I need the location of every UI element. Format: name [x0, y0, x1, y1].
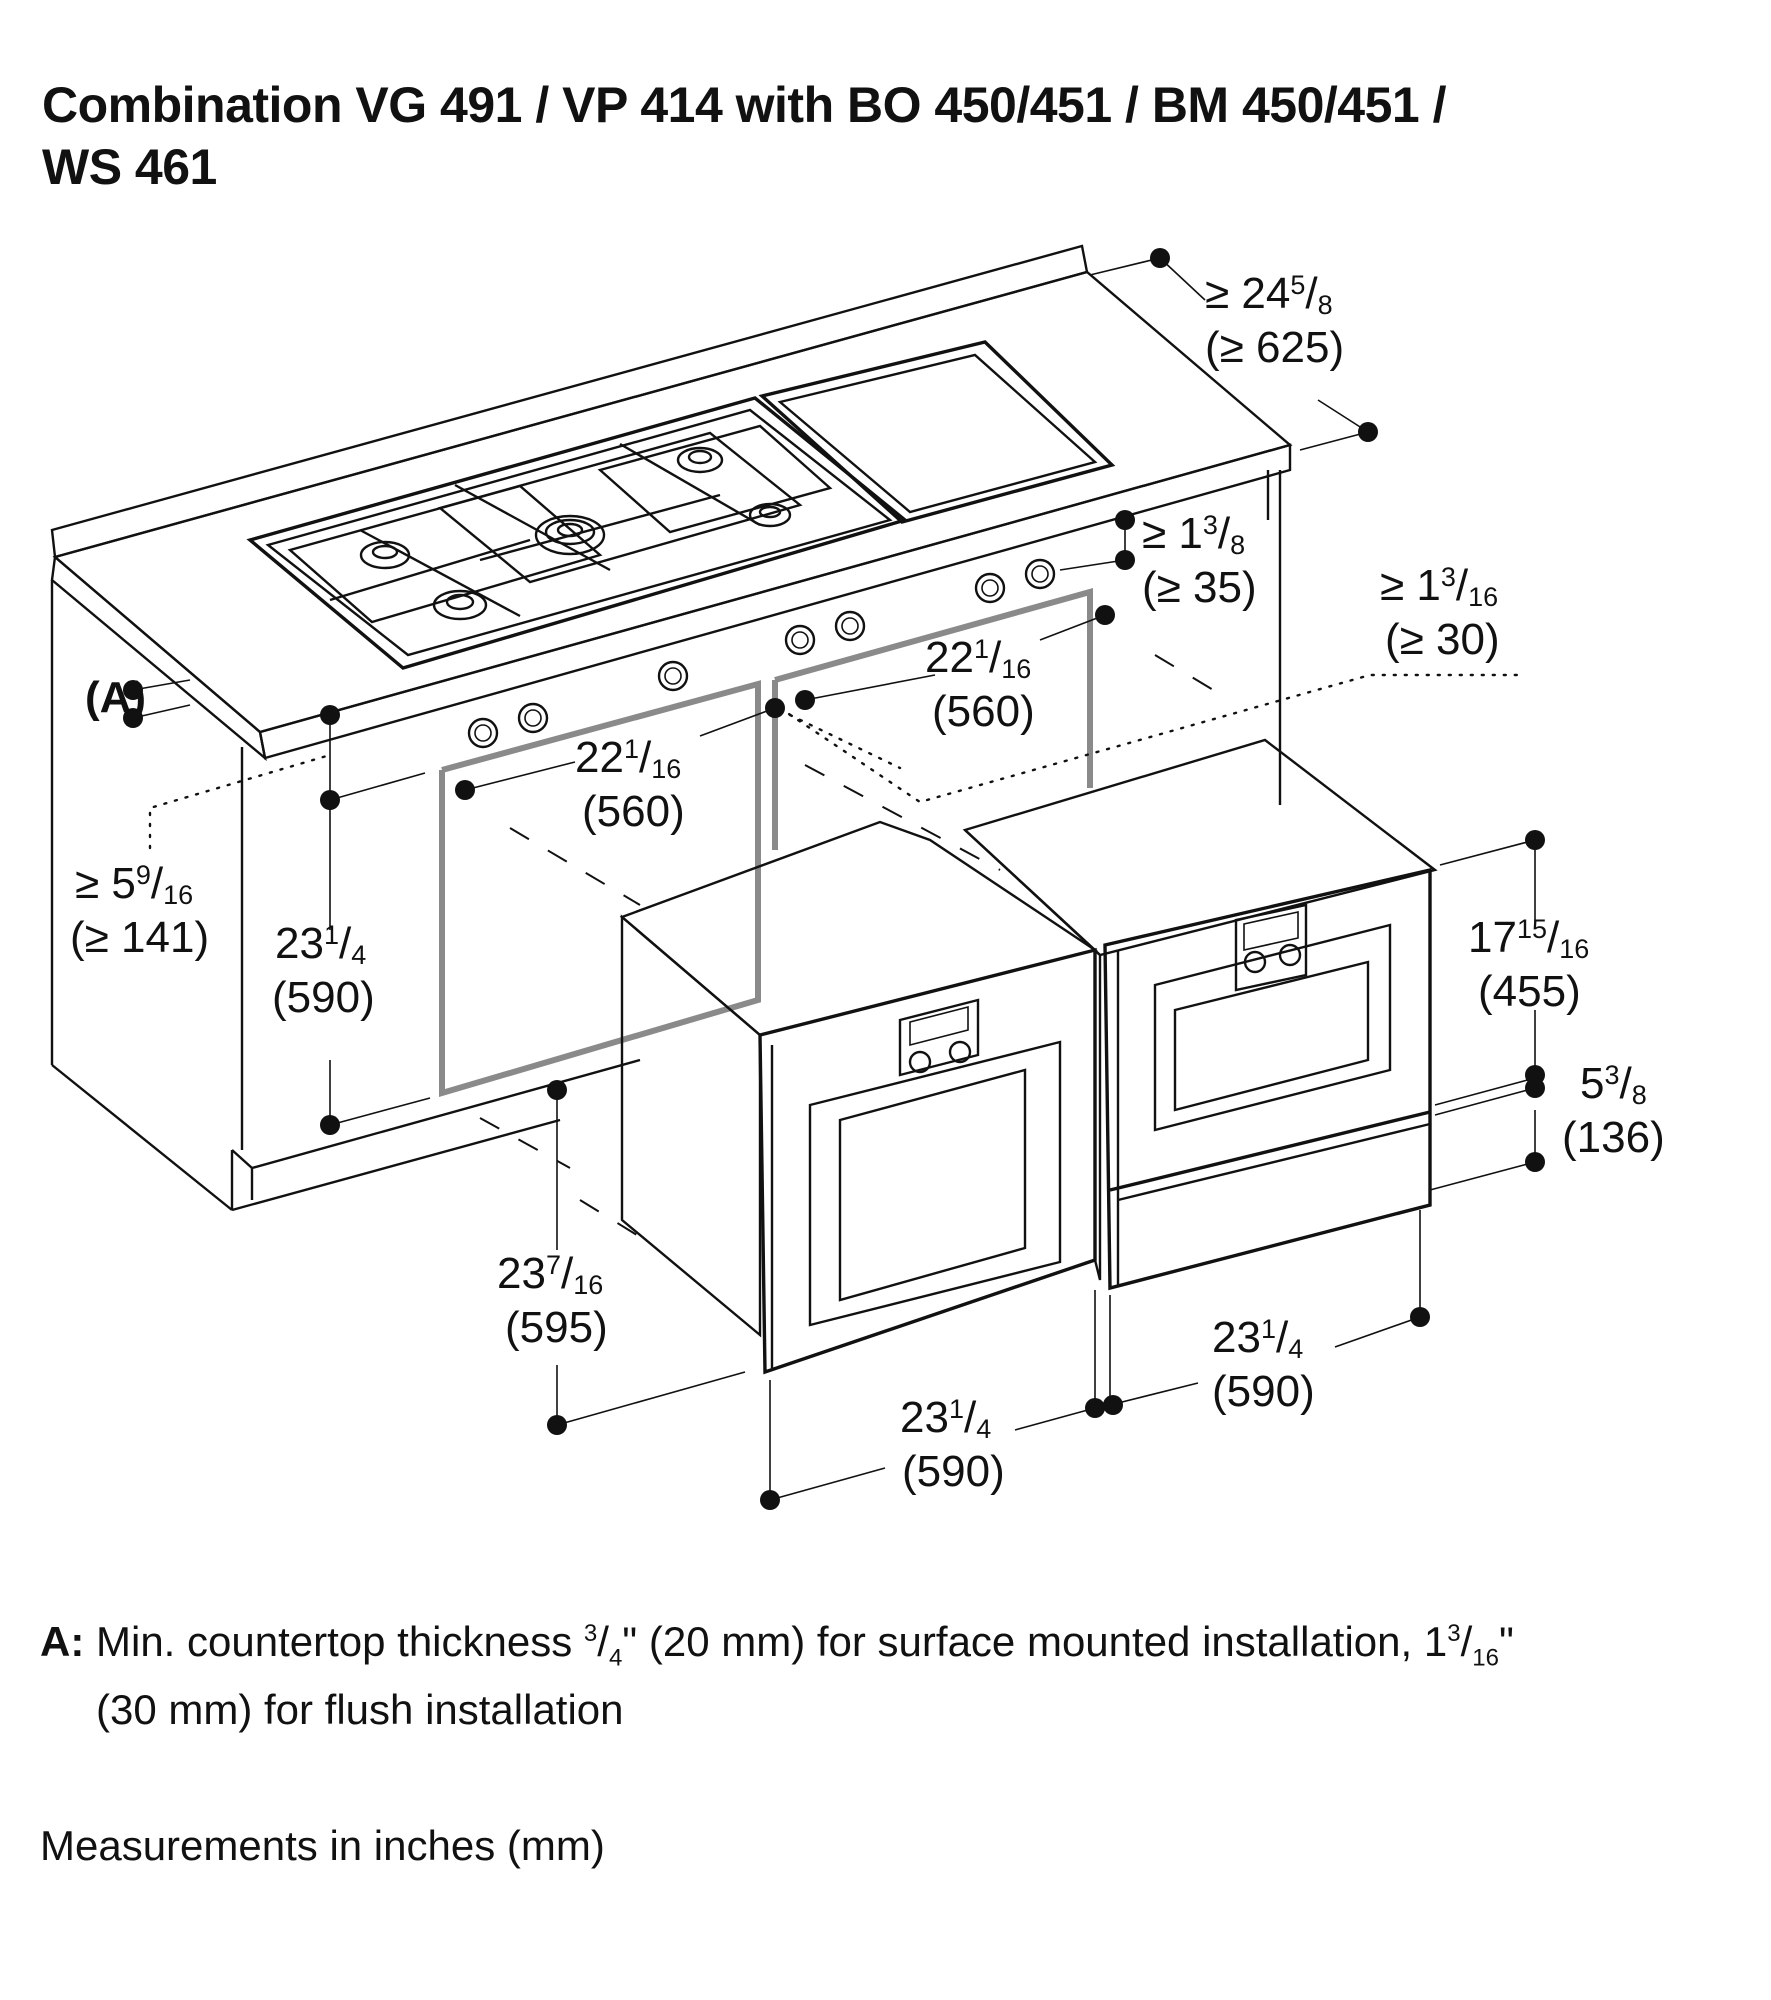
svg-text:≥ 13/16: ≥ 13/16	[1380, 561, 1498, 612]
svg-text:(≥ 625): (≥ 625)	[1205, 323, 1344, 372]
knob-icon[interactable]	[1024, 558, 1056, 590]
burner-icon	[676, 446, 724, 474]
svg-text:(590): (590)	[902, 1447, 1005, 1496]
knob-icon[interactable]	[517, 702, 549, 734]
svg-text:(560): (560)	[582, 787, 685, 836]
svg-text:(136): (136)	[1562, 1113, 1665, 1162]
dim-niche-width-right: 221/16 (560)	[925, 633, 1035, 736]
dim-front-clearance: ≥ 59/16 (≥ 141)	[70, 859, 209, 962]
knob-icon[interactable]	[974, 572, 1006, 604]
knob-icon[interactable]	[467, 717, 499, 749]
units-note: Measurements in inches (mm)	[40, 1822, 605, 1869]
burner-icon	[359, 540, 411, 570]
dim-drawer-height: 53/8 (136)	[1562, 1059, 1665, 1162]
svg-text:1715/16: 1715/16	[1468, 913, 1589, 964]
knob-icon[interactable]	[908, 1050, 932, 1074]
title-line-1: Combination VG 491 / VP 414 with BO 450/…	[42, 77, 1446, 133]
dim-appliance-height-right: 1715/16 (455)	[1468, 913, 1589, 1016]
knob-icon[interactable]	[948, 1040, 972, 1064]
knob-icon[interactable]	[784, 624, 816, 656]
dim-depth: ≥ 245/8 (≥ 625)	[1205, 269, 1344, 372]
svg-text:≥ 59/16: ≥ 59/16	[75, 859, 193, 910]
burner-icon	[748, 502, 792, 528]
svg-text:221/16: 221/16	[575, 733, 681, 784]
knob-icon[interactable]	[657, 660, 689, 692]
dim-right-appliance-width: 231/4 (590)	[1212, 1313, 1315, 1416]
teppan-yaki	[758, 340, 1116, 524]
svg-text:53/8: 53/8	[1580, 1059, 1647, 1110]
control-panel	[898, 998, 980, 1077]
svg-text:(≥ 30): (≥ 30)	[1385, 615, 1500, 664]
display-screen	[909, 1005, 969, 1047]
dim-rear-gap: ≥ 13/8 (≥ 35)	[1142, 509, 1257, 612]
svg-text:231/4: 231/4	[900, 1393, 991, 1444]
wok-burner-icon	[534, 514, 606, 556]
title-line-2: WS 461	[42, 139, 217, 195]
burner-icon	[432, 589, 488, 621]
svg-text:237/16: 237/16	[497, 1249, 603, 1300]
svg-text:(590): (590)	[272, 973, 375, 1022]
footnote-line-2: (30 mm) for flush installation	[96, 1686, 624, 1734]
svg-text:231/4: 231/4	[1212, 1313, 1303, 1364]
dim-niche-width-left: 221/16 (560)	[575, 733, 685, 836]
oven-bo	[619, 820, 1098, 1375]
dimension-lines	[123, 248, 1545, 1510]
svg-text:(590): (590)	[1212, 1367, 1315, 1416]
svg-text:≥ 245/8: ≥ 245/8	[1205, 269, 1333, 320]
knob-icon[interactable]	[1278, 943, 1302, 967]
svg-text:(≥ 141): (≥ 141)	[70, 913, 209, 962]
dim-oven-height: 237/16 (595)	[497, 1249, 608, 1352]
svg-text:221/16: 221/16	[925, 633, 1031, 684]
gas-cooktop	[246, 396, 909, 670]
footnote-label: A:	[40, 1618, 85, 1665]
oven-bm-with-drawer	[962, 738, 1438, 1291]
control-knobs	[467, 558, 1056, 749]
dim-niche-height: 231/4 (590)	[272, 919, 375, 1022]
dim-left-appliance-width: 231/4 (590)	[900, 1393, 1005, 1496]
countertop	[50, 244, 1293, 762]
svg-text:(455): (455)	[1478, 967, 1581, 1016]
knob-icon[interactable]	[1243, 950, 1267, 974]
footnote-a: A: Min. countertop thickness 3/4" (20 mm…	[40, 1608, 1740, 1736]
control-panel	[1234, 903, 1308, 992]
dim-ventilation: ≥ 13/16 (≥ 30)	[1380, 561, 1500, 664]
svg-text:231/4: 231/4	[275, 919, 366, 970]
svg-text:(560): (560)	[932, 687, 1035, 736]
display-screen	[1243, 911, 1299, 951]
svg-text:(≥ 35): (≥ 35)	[1142, 563, 1257, 612]
svg-text:(595): (595)	[505, 1303, 608, 1352]
knob-icon[interactable]	[834, 610, 866, 642]
diagram-title: Combination VG 491 / VP 414 with BO 450/…	[42, 74, 1742, 198]
svg-text:≥ 13/8: ≥ 13/8	[1142, 509, 1245, 560]
cabinet	[50, 470, 1282, 1212]
callout-a: (A)	[85, 673, 146, 722]
warming-drawer-line	[1109, 1110, 1431, 1192]
